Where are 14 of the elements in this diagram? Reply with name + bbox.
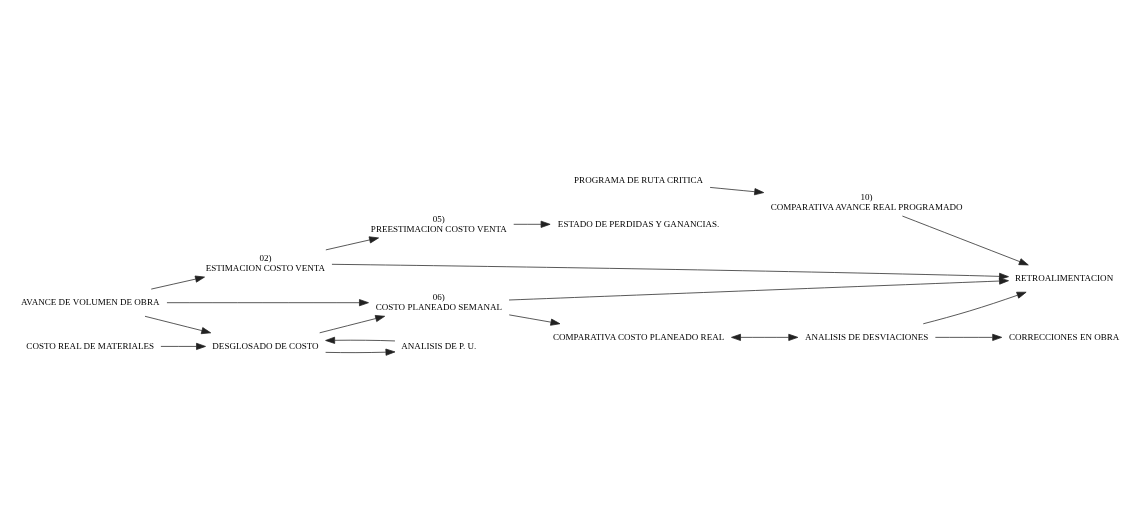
node-text: RETROALIMENTACION — [1015, 272, 1114, 283]
node-text: ESTADO DE PERDIDAS Y GANANCIAS. — [557, 218, 720, 229]
node-text: COSTO REAL DE MATERIALES — [26, 340, 155, 351]
node-text: DESGLOSADO DE COSTO — [212, 340, 319, 351]
node-text: PROGRAMA DE RUTA CRITICA — [574, 174, 704, 185]
node-text: CORRECCIONES EN OBRA — [1008, 331, 1120, 342]
node-text: 05) PREESTIMACION COSTO VENTA — [370, 213, 507, 234]
node-text: COMPARATIVA COSTO PLANEADO REAL — [552, 331, 725, 342]
node-text: 06) COSTO PLANEADO SEMANAL — [375, 291, 502, 312]
node-text: 10) COMPARATIVA AVANCE REAL PROGRAMADO — [770, 191, 963, 212]
node-text: ANALISIS DE DESVIACIONES — [804, 331, 929, 342]
node-text: ANALISIS DE P. U. — [401, 340, 477, 351]
node-text: AVANCE DE VOLUMEN DE OBRA — [20, 296, 160, 307]
node-text: 02) ESTIMACION COSTO VENTA — [205, 252, 326, 273]
